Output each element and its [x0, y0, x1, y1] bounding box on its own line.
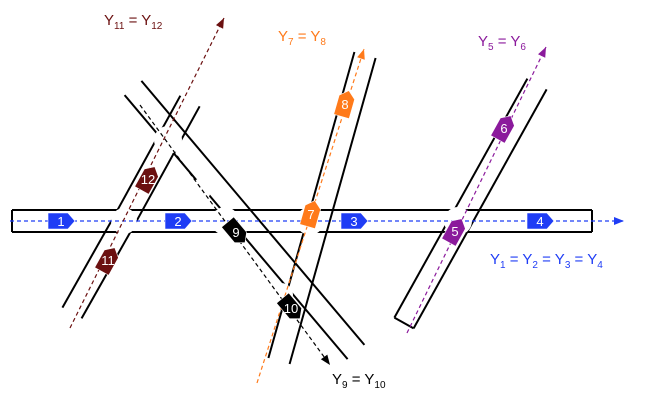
- vehicle-number: 10: [284, 301, 298, 316]
- vehicle-marker-6: 6: [490, 115, 515, 144]
- vehicle-marker-2: 2: [164, 212, 193, 230]
- vehicle-marker-8: 8: [333, 90, 355, 120]
- lane-blue-equality-label: Y1 = Y2 = Y3 = Y4: [490, 251, 603, 271]
- vehicle-shape: [94, 247, 119, 276]
- vehicle-shape: [490, 115, 515, 144]
- vehicle-shape: [47, 212, 76, 230]
- road-middle-surface: [268, 52, 376, 364]
- vehicle-shape: [221, 216, 247, 244]
- vehicle-shape: [441, 218, 466, 247]
- vehicle-number: 7: [307, 207, 314, 222]
- road-fills: [12, 52, 592, 364]
- vehicle-shape: [164, 212, 193, 230]
- vehicle-marker-12: 12: [134, 166, 159, 195]
- vehicle-marker-4: 4: [526, 212, 555, 230]
- vehicle-number: 11: [101, 253, 115, 268]
- lane-black-arrowhead: [320, 354, 330, 365]
- lane-purple-equality-label: Y5 = Y6: [478, 33, 526, 53]
- vehicle-number: 9: [232, 225, 239, 240]
- vehicle-shape: [526, 212, 555, 230]
- lane-blue-arrowhead: [614, 217, 624, 225]
- road-upper-left-edge-b: [113, 95, 182, 217]
- vehicle-number: 2: [174, 214, 181, 229]
- vehicle-number: 8: [341, 97, 348, 112]
- vehicle-number: 6: [500, 121, 507, 136]
- road-x-diagonal-edge-b: [140, 80, 366, 346]
- lane-darkred-arrowhead: [215, 18, 224, 29]
- vehicle-marker-9: 9: [221, 216, 247, 244]
- vehicle-shape: [134, 166, 159, 195]
- vehicle-marker-5: 5: [441, 218, 466, 247]
- lane-purple-arrowhead: [538, 47, 546, 58]
- road-upper-left-edge-a: [132, 105, 201, 227]
- junction-patch: [189, 179, 211, 201]
- vehicle-number: 4: [536, 214, 543, 229]
- vehicle-number: 5: [451, 224, 458, 239]
- vehicle-marker-10: 10: [276, 292, 302, 320]
- road-edges: [11, 51, 593, 365]
- road-right-surface: [394, 78, 547, 329]
- vehicle-shape: [340, 212, 369, 230]
- vehicle-number: 3: [350, 214, 357, 229]
- vehicle-number: 1: [57, 214, 64, 229]
- road-lower-left-edge-b: [61, 215, 116, 309]
- lane-darkred-equality-label: Y11 = Y12: [104, 12, 163, 32]
- lane-black-equality-label: Y9 = Y10: [332, 371, 386, 391]
- vehicle-shape: [276, 292, 302, 320]
- road-right-edge-a: [412, 88, 548, 329]
- lane-orange-arrowhead: [357, 49, 365, 60]
- junction-patch: [154, 126, 182, 154]
- vehicle-marker-3: 3: [340, 212, 369, 230]
- lane-orange-equality-label: Y7 = Y8: [278, 28, 326, 48]
- vehicle-marker-7: 7: [299, 200, 321, 230]
- equality-labels: Y1 = Y2 = Y3 = Y4 Y5 = Y6 Y7 = Y8 Y11 = Y12…: [104, 12, 603, 391]
- vehicle-shape: [299, 200, 321, 230]
- vehicle-shape: [333, 90, 355, 120]
- vehicle-marker-1: 1: [47, 212, 76, 230]
- lane-darkred-path: [69, 17, 225, 329]
- vehicle-marker-11: 11: [94, 247, 119, 276]
- road-right-edge-b: [393, 78, 529, 319]
- vehicle-number: 12: [141, 172, 155, 187]
- lane-purple-path: [406, 46, 547, 334]
